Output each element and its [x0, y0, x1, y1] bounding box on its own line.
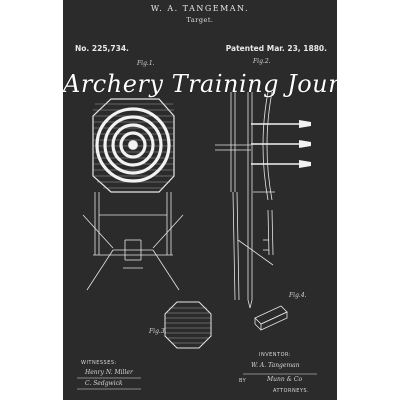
book-cover: W. A. TANGEMAN. Target. No. 225,734. Pat…	[63, 0, 337, 400]
fig3-octagon	[164, 301, 212, 349]
patent-date: Patented Mar. 23, 1880.	[225, 44, 327, 53]
target-face	[92, 98, 175, 193]
witness-2-signature: C. Sedgwick	[85, 380, 123, 387]
patent-drawing	[77, 91, 317, 390]
arrows	[251, 123, 303, 165]
attorney-signature: Munn & Co	[267, 376, 303, 383]
fig2-label: Fig.2.	[253, 58, 271, 65]
witness-1-signature: Henry N. Miller	[85, 369, 133, 376]
arrow-fletching	[299, 120, 311, 168]
inventor-signature: W. A. Tangeman	[251, 362, 300, 369]
patent-subject: Target.	[186, 16, 214, 24]
fig3-label: Fig.3.	[149, 328, 167, 335]
attorney-by: BY	[239, 378, 247, 384]
attorneys-caption: ATTORNEYS.	[273, 388, 310, 394]
fig1-label: Fig.1.	[137, 60, 155, 67]
patent-number: No. 225,734.	[75, 44, 129, 53]
inventor-name: W. A. TANGEMAN.	[150, 4, 250, 13]
journal-title: Archery Training Journal	[63, 70, 337, 98]
fig3-hatching	[165, 307, 211, 344]
inventor-caption: INVENTOR:	[259, 352, 292, 358]
side-view	[215, 91, 275, 309]
witnesses-caption: WITNESSES:	[81, 360, 117, 366]
target-rings	[95, 107, 171, 183]
bullseye	[128, 140, 138, 150]
fig4-label: Fig.4.	[289, 292, 307, 299]
target-stand	[82, 192, 184, 291]
fig4-block	[254, 305, 288, 331]
